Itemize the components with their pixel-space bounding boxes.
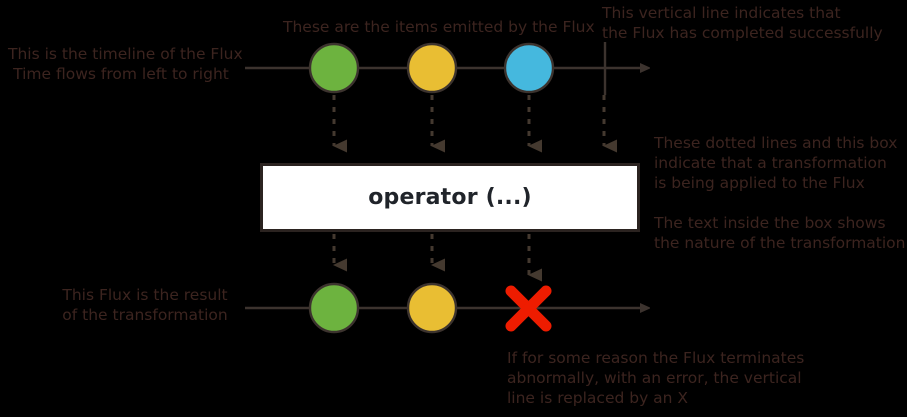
annotation-box-text-note: The text inside the box shows the nature… xyxy=(654,214,906,252)
marble-yellow-result xyxy=(406,282,458,334)
annotation-error: If for some reason the Flux terminates a… xyxy=(507,349,805,407)
result-flux-timeline xyxy=(245,282,640,334)
marble-blue xyxy=(503,42,555,94)
annotation-items: These are the items emitted by the Flux xyxy=(283,18,595,36)
annotation-completion: This vertical line indicates that the Fl… xyxy=(602,4,883,42)
marble-green xyxy=(308,42,360,94)
marble-yellow xyxy=(406,42,458,94)
input-dotted-arrows xyxy=(332,95,617,153)
annotation-timeline: This is the timeline of the Flux Time fl… xyxy=(8,45,243,83)
annotation-transformation: These dotted lines and this box indicate… xyxy=(654,134,898,192)
operator-box: operator (...) xyxy=(260,163,640,232)
output-dotted-arrows xyxy=(332,234,542,282)
operator-label: operator (...) xyxy=(368,185,532,210)
marble-green-result xyxy=(308,282,360,334)
annotation-result: This Flux is the result of the transform… xyxy=(62,286,228,324)
error-x-icon xyxy=(505,285,552,332)
source-flux-timeline xyxy=(245,42,640,95)
